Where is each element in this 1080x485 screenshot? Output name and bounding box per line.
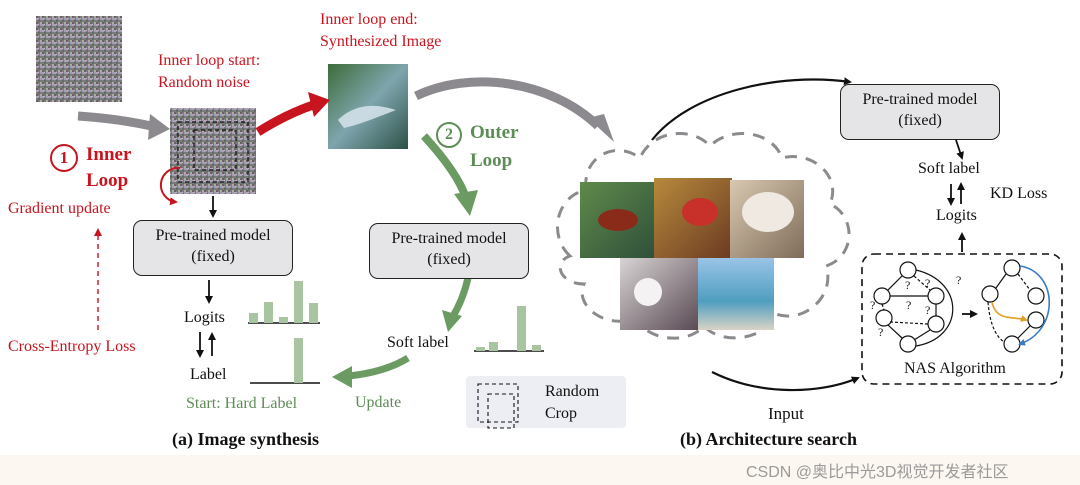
pretrained-model-box-right: Pre-trained model (fixed)	[840, 84, 1000, 140]
logits-bar	[249, 313, 258, 323]
nas-search-graph	[873, 261, 954, 353]
gray-arrow-noise-head	[148, 114, 170, 140]
cloud-image-beach	[698, 258, 774, 330]
nas-question-mark: ?	[925, 276, 930, 290]
soft-label-right: Soft label	[918, 160, 980, 177]
synthesized-fish-shape	[338, 105, 396, 128]
random-crop-label: Random Crop	[545, 383, 600, 422]
arrow-input-to-nas	[711, 371, 860, 392]
green-arrow-update-head	[332, 366, 352, 388]
arrow-cloud-to-model	[651, 77, 852, 141]
caption-image-synthesis: (a) Image synthesis	[172, 429, 319, 449]
red-arrow-synthesis	[255, 99, 318, 136]
input-label: Input	[768, 404, 804, 423]
soft-label-bar	[517, 306, 526, 351]
gray-arrow-noise	[77, 111, 157, 132]
gradient-update-arrow	[159, 166, 181, 206]
step-1-badge: 1	[50, 144, 78, 172]
green-arrow-outer-loop-head	[454, 190, 478, 216]
nas-result-graph	[981, 259, 1051, 353]
logits-bar	[309, 303, 318, 323]
nas-question-mark: ?	[870, 298, 875, 312]
cloud-image-bird-shape	[598, 209, 638, 231]
logits-label-right: Logits	[936, 207, 977, 224]
crop-outline-outer	[177, 121, 249, 183]
inner-loop-noise-image	[170, 108, 256, 194]
red-arrow-synthesis-head	[308, 92, 330, 117]
logits-bar	[294, 281, 303, 323]
nas-question-mark: ?	[905, 278, 910, 292]
cloud-image-bowl-shape	[742, 192, 794, 232]
inner-loop-end-label: Inner loop end: Synthesized Image	[320, 11, 442, 50]
cross-entropy-loss-label: Cross-Entropy Loss	[8, 338, 136, 355]
green-arrow-update	[347, 354, 410, 380]
csdn-watermark: CSDN @奥比中光3D视觉开发者社区	[746, 464, 1009, 481]
kd-loss-label: KD Loss	[990, 185, 1048, 202]
nas-question-mark: ?	[878, 325, 883, 339]
nas-algorithm-label: NAS Algorithm	[904, 360, 1006, 377]
nas-question-mark: ?	[906, 298, 911, 312]
nas-algorithm-box	[861, 253, 1063, 385]
gray-arrow-to-cloud-head	[588, 114, 614, 142]
inner-loop-title-line2: Loop	[86, 170, 129, 191]
caption-architecture-search: (b) Architecture search	[680, 429, 857, 449]
green-arrow-soft-label	[448, 277, 472, 320]
inner-loop-title: Inner	[86, 144, 132, 165]
update-label: Update	[355, 394, 402, 411]
cloud-image-parrot-shape	[682, 198, 718, 226]
pretrained-model-box-middle: Pre-trained model (fixed)	[369, 223, 529, 279]
nas-question-mark: ?	[925, 303, 930, 317]
pretrained-model-box-left: Pre-trained model (fixed)	[133, 220, 293, 276]
inner-loop-start-label: Inner loop start: Random noise	[158, 52, 261, 91]
logits-label-left: Logits	[184, 309, 225, 326]
logits-bar	[279, 317, 288, 323]
random-noise-image	[36, 16, 122, 102]
nas-question-mark: ?	[956, 273, 961, 287]
logits-bar	[264, 302, 273, 323]
soft-label-bar	[489, 342, 498, 351]
soft-label-bar	[532, 345, 541, 351]
label-text: Label	[190, 366, 227, 383]
step-2-badge: 2	[436, 122, 462, 148]
soft-label-bar	[476, 347, 485, 351]
gray-arrow-to-cloud	[414, 77, 602, 130]
soft-label-middle: Soft label	[387, 334, 449, 351]
outer-loop-title-line2: Loop	[470, 150, 513, 171]
green-arrow-soft-label-head	[442, 310, 462, 332]
start-hard-label: Start: Hard Label	[186, 395, 298, 412]
gradient-update-label: Gradient update	[8, 200, 111, 217]
cloud-image-dog-shape	[634, 278, 662, 306]
crop-outline-inner	[193, 129, 237, 171]
hard-label-bar	[294, 338, 303, 383]
watermark-strip	[0, 455, 1080, 485]
outer-loop-title: Outer	[470, 122, 519, 143]
arrow-model-to-soft-label	[955, 139, 964, 160]
